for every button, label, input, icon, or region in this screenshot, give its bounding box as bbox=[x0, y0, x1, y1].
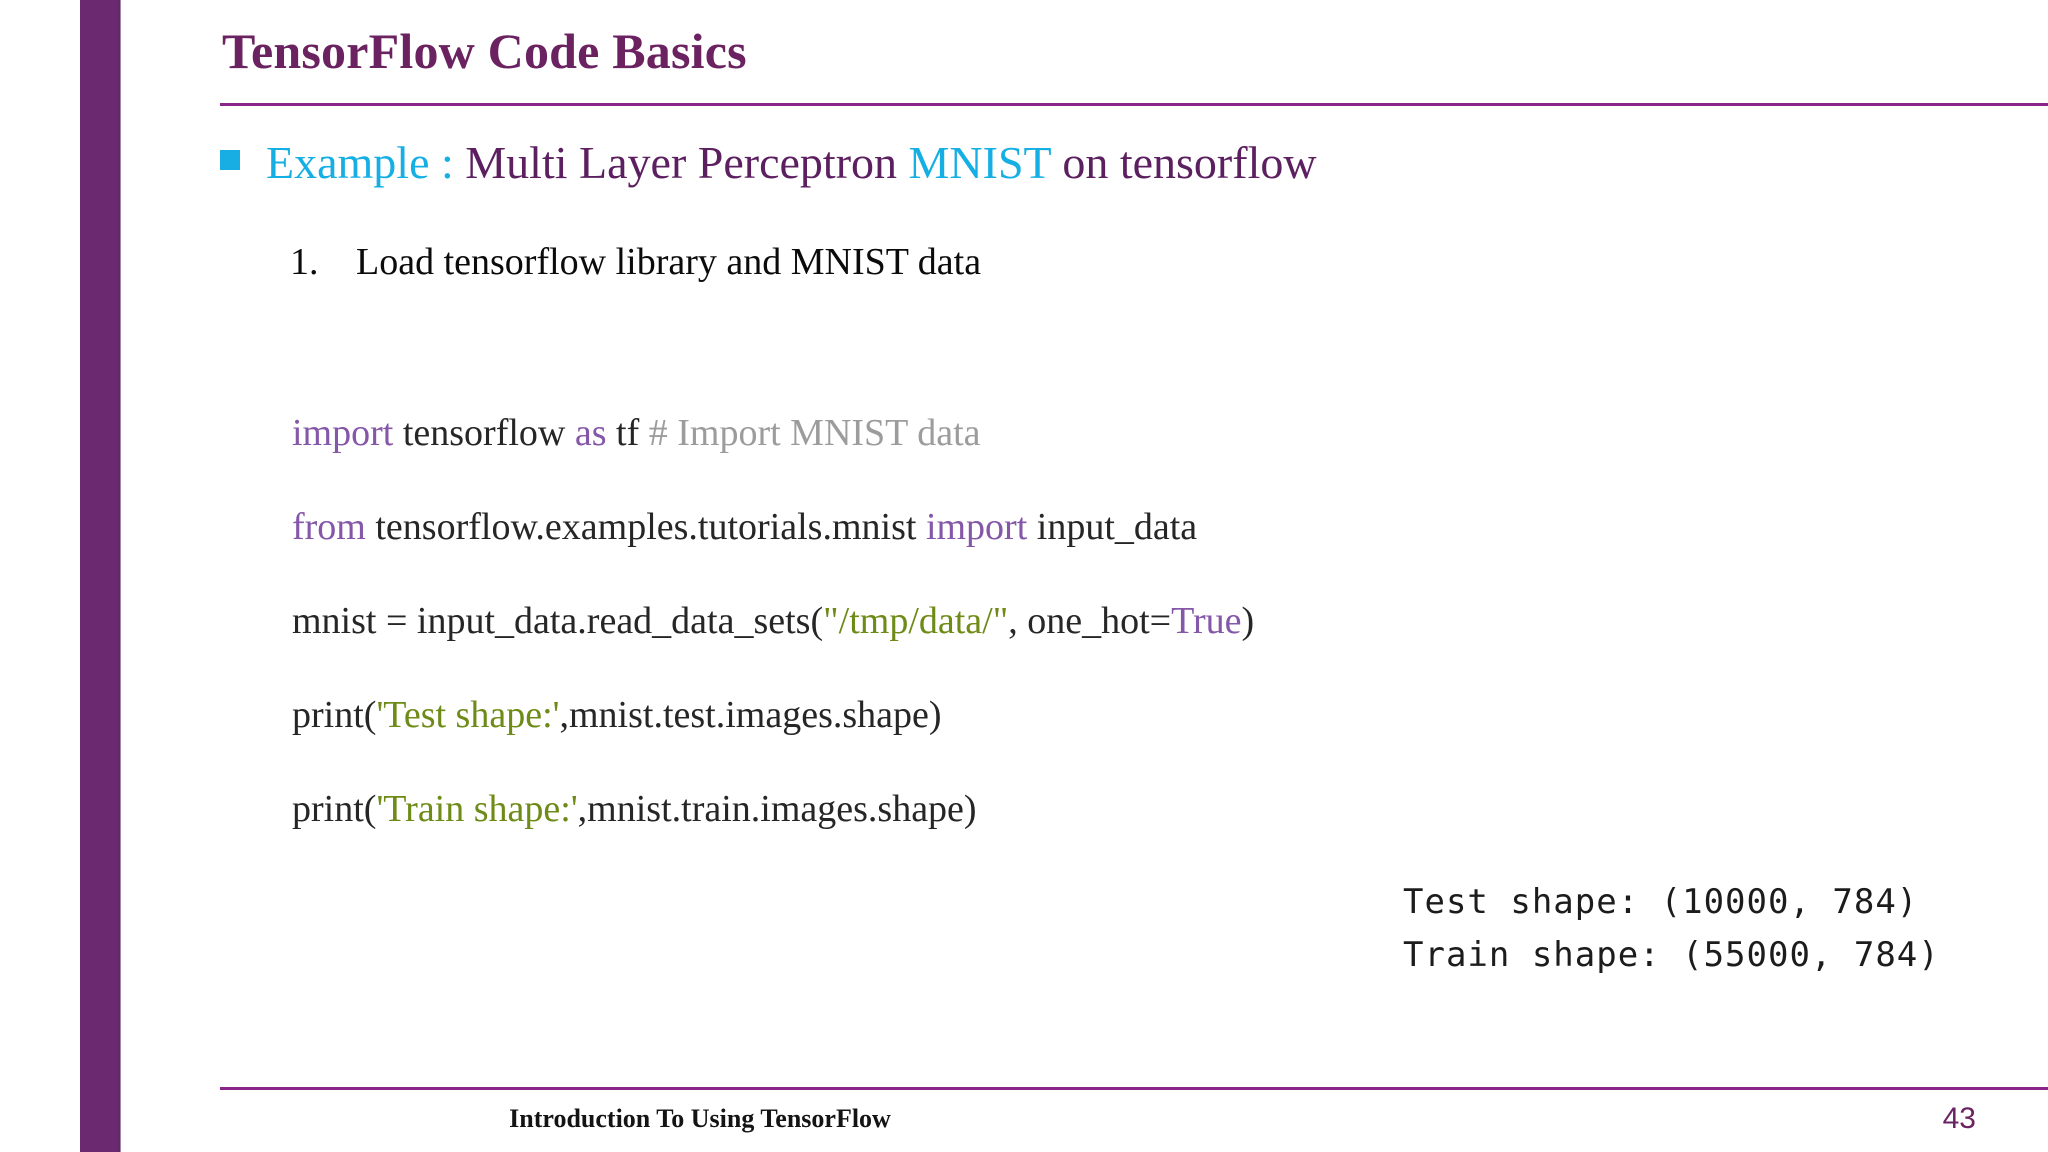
footer-divider bbox=[220, 1087, 2048, 1090]
code-onehot-arg: , one_hot= bbox=[1008, 600, 1172, 642]
code-module-tensorflow: tensorflow bbox=[393, 412, 575, 454]
footer-title: Introduction To Using TensorFlow bbox=[509, 1104, 891, 1133]
code-print-args-5: ,mnist.train.images.shape) bbox=[577, 788, 977, 830]
code-string-test-shape: 'Test shape:' bbox=[376, 694, 560, 736]
console-output: Test shape: (10000, 784) Train shape: (55… bbox=[1403, 876, 1940, 982]
keyword-true: True bbox=[1171, 600, 1242, 642]
step-number: 1. bbox=[290, 241, 319, 283]
code-line-1: import tensorflow as tf # Import MNIST d… bbox=[292, 404, 1254, 498]
page-number: 43 bbox=[1942, 1102, 1976, 1135]
bullet-row: Example : Multi Layer Perceptron MNIST o… bbox=[220, 140, 1317, 186]
code-close-paren-3: ) bbox=[1241, 600, 1255, 642]
code-read-data-sets: mnist = input_data.read_data_sets( bbox=[292, 600, 824, 642]
code-string-path: "/tmp/data/" bbox=[823, 600, 1009, 642]
bullet-label-mlp: Multi Layer Perceptron bbox=[453, 137, 909, 188]
square-bullet-icon bbox=[220, 150, 240, 170]
code-line-5: print('Train shape:',mnist.train.images.… bbox=[292, 780, 1254, 874]
left-accent-bar-edge bbox=[118, 0, 121, 1152]
code-comment: # Import MNIST data bbox=[648, 412, 981, 454]
bullet-text: Example : Multi Layer Perceptron MNIST o… bbox=[266, 140, 1317, 186]
bullet-label-mnist: MNIST bbox=[908, 137, 1051, 188]
step-text: Load tensorflow library and MNIST data bbox=[356, 241, 982, 283]
keyword-from: from bbox=[292, 506, 366, 548]
code-line-3: mnist = input_data.read_data_sets("/tmp/… bbox=[292, 592, 1254, 686]
code-print-args-4: ,mnist.test.images.shape) bbox=[559, 694, 942, 736]
code-print-4: print( bbox=[292, 694, 377, 736]
page-title: TensorFlow Code Basics bbox=[222, 23, 747, 79]
code-line-2: from tensorflow.examples.tutorials.mnist… bbox=[292, 498, 1254, 592]
title-divider bbox=[220, 103, 2048, 106]
code-import-target: input_data bbox=[1027, 506, 1198, 548]
keyword-import-2: import bbox=[925, 506, 1028, 548]
keyword-import: import bbox=[292, 412, 394, 454]
step-item-1: 1. Load tensorflow library and MNIST data bbox=[290, 240, 981, 284]
console-output-line-1: Test shape: (10000, 784) bbox=[1403, 882, 1919, 922]
code-print-5: print( bbox=[292, 788, 377, 830]
slide-content: TensorFlow Code Basics Example : Multi L… bbox=[120, 0, 2048, 1152]
keyword-as: as bbox=[574, 412, 607, 454]
bullet-label-example: Example : bbox=[266, 137, 454, 188]
code-alias-tf: tf bbox=[606, 412, 649, 454]
code-module-path: tensorflow.examples.tutorials.mnist bbox=[365, 506, 926, 548]
code-string-train-shape: 'Train shape:' bbox=[376, 788, 578, 830]
code-line-4: print('Test shape:',mnist.test.images.sh… bbox=[292, 686, 1254, 780]
bullet-label-tail: on tensorflow bbox=[1050, 137, 1317, 188]
left-accent-bar bbox=[80, 0, 120, 1152]
console-output-line-2: Train shape: (55000, 784) bbox=[1403, 935, 1940, 975]
code-block: import tensorflow as tf # Import MNIST d… bbox=[292, 404, 1254, 874]
